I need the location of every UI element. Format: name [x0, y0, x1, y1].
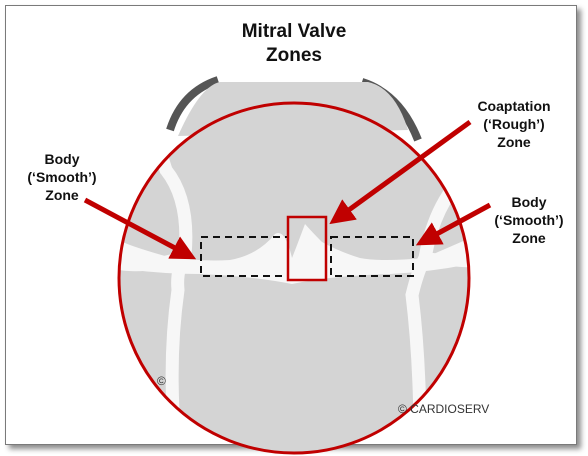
posterior-leaflet	[119, 264, 469, 453]
fold-right	[429, 252, 469, 268]
smooth-zone-box-left	[200, 236, 289, 277]
copyright-text: © CARDIOSERV	[398, 402, 490, 416]
label-body-left: Body (‘Smooth’) Zone	[20, 150, 104, 204]
coaptation-line-2: (‘Rough’)	[483, 116, 545, 132]
body-left-line-2: (‘Smooth’)	[27, 169, 97, 185]
title-line-2: Zones	[266, 45, 322, 66]
chordae-right	[405, 163, 469, 447]
label-body-right: Body (‘Smooth’) Zone	[487, 193, 571, 247]
arrow-body-right	[415, 202, 492, 246]
body-right-line-1: Body	[511, 194, 547, 210]
body-right-line-2: (‘Smooth’)	[494, 212, 564, 228]
title-line-1: Mitral Valve	[241, 21, 347, 42]
arrow-body-left	[83, 197, 197, 260]
coaptation-line-1: Coaptation	[477, 98, 551, 114]
coaptation-zone-box	[286, 215, 328, 282]
body-left-line-3: Zone	[45, 187, 79, 203]
magnified-view	[119, 103, 469, 453]
chordae-left	[143, 113, 193, 447]
smooth-zone-box-right	[330, 236, 414, 277]
body-right-line-3: Zone	[512, 230, 546, 246]
annulus-rim-left	[166, 76, 220, 132]
copyright-mark: ©	[157, 374, 166, 388]
label-coaptation-zone: Coaptation (‘Rough’) Zone	[466, 97, 562, 151]
coaptation-line-3: Zone	[497, 134, 531, 150]
magnification-circle	[117, 101, 471, 455]
fold-left	[119, 252, 182, 272]
diagram-title: Mitral Valve Zones	[200, 20, 388, 68]
anterior-leaflet	[119, 103, 469, 261]
body-left-line-1: Body	[44, 151, 80, 167]
arrow-coaptation	[329, 119, 472, 225]
